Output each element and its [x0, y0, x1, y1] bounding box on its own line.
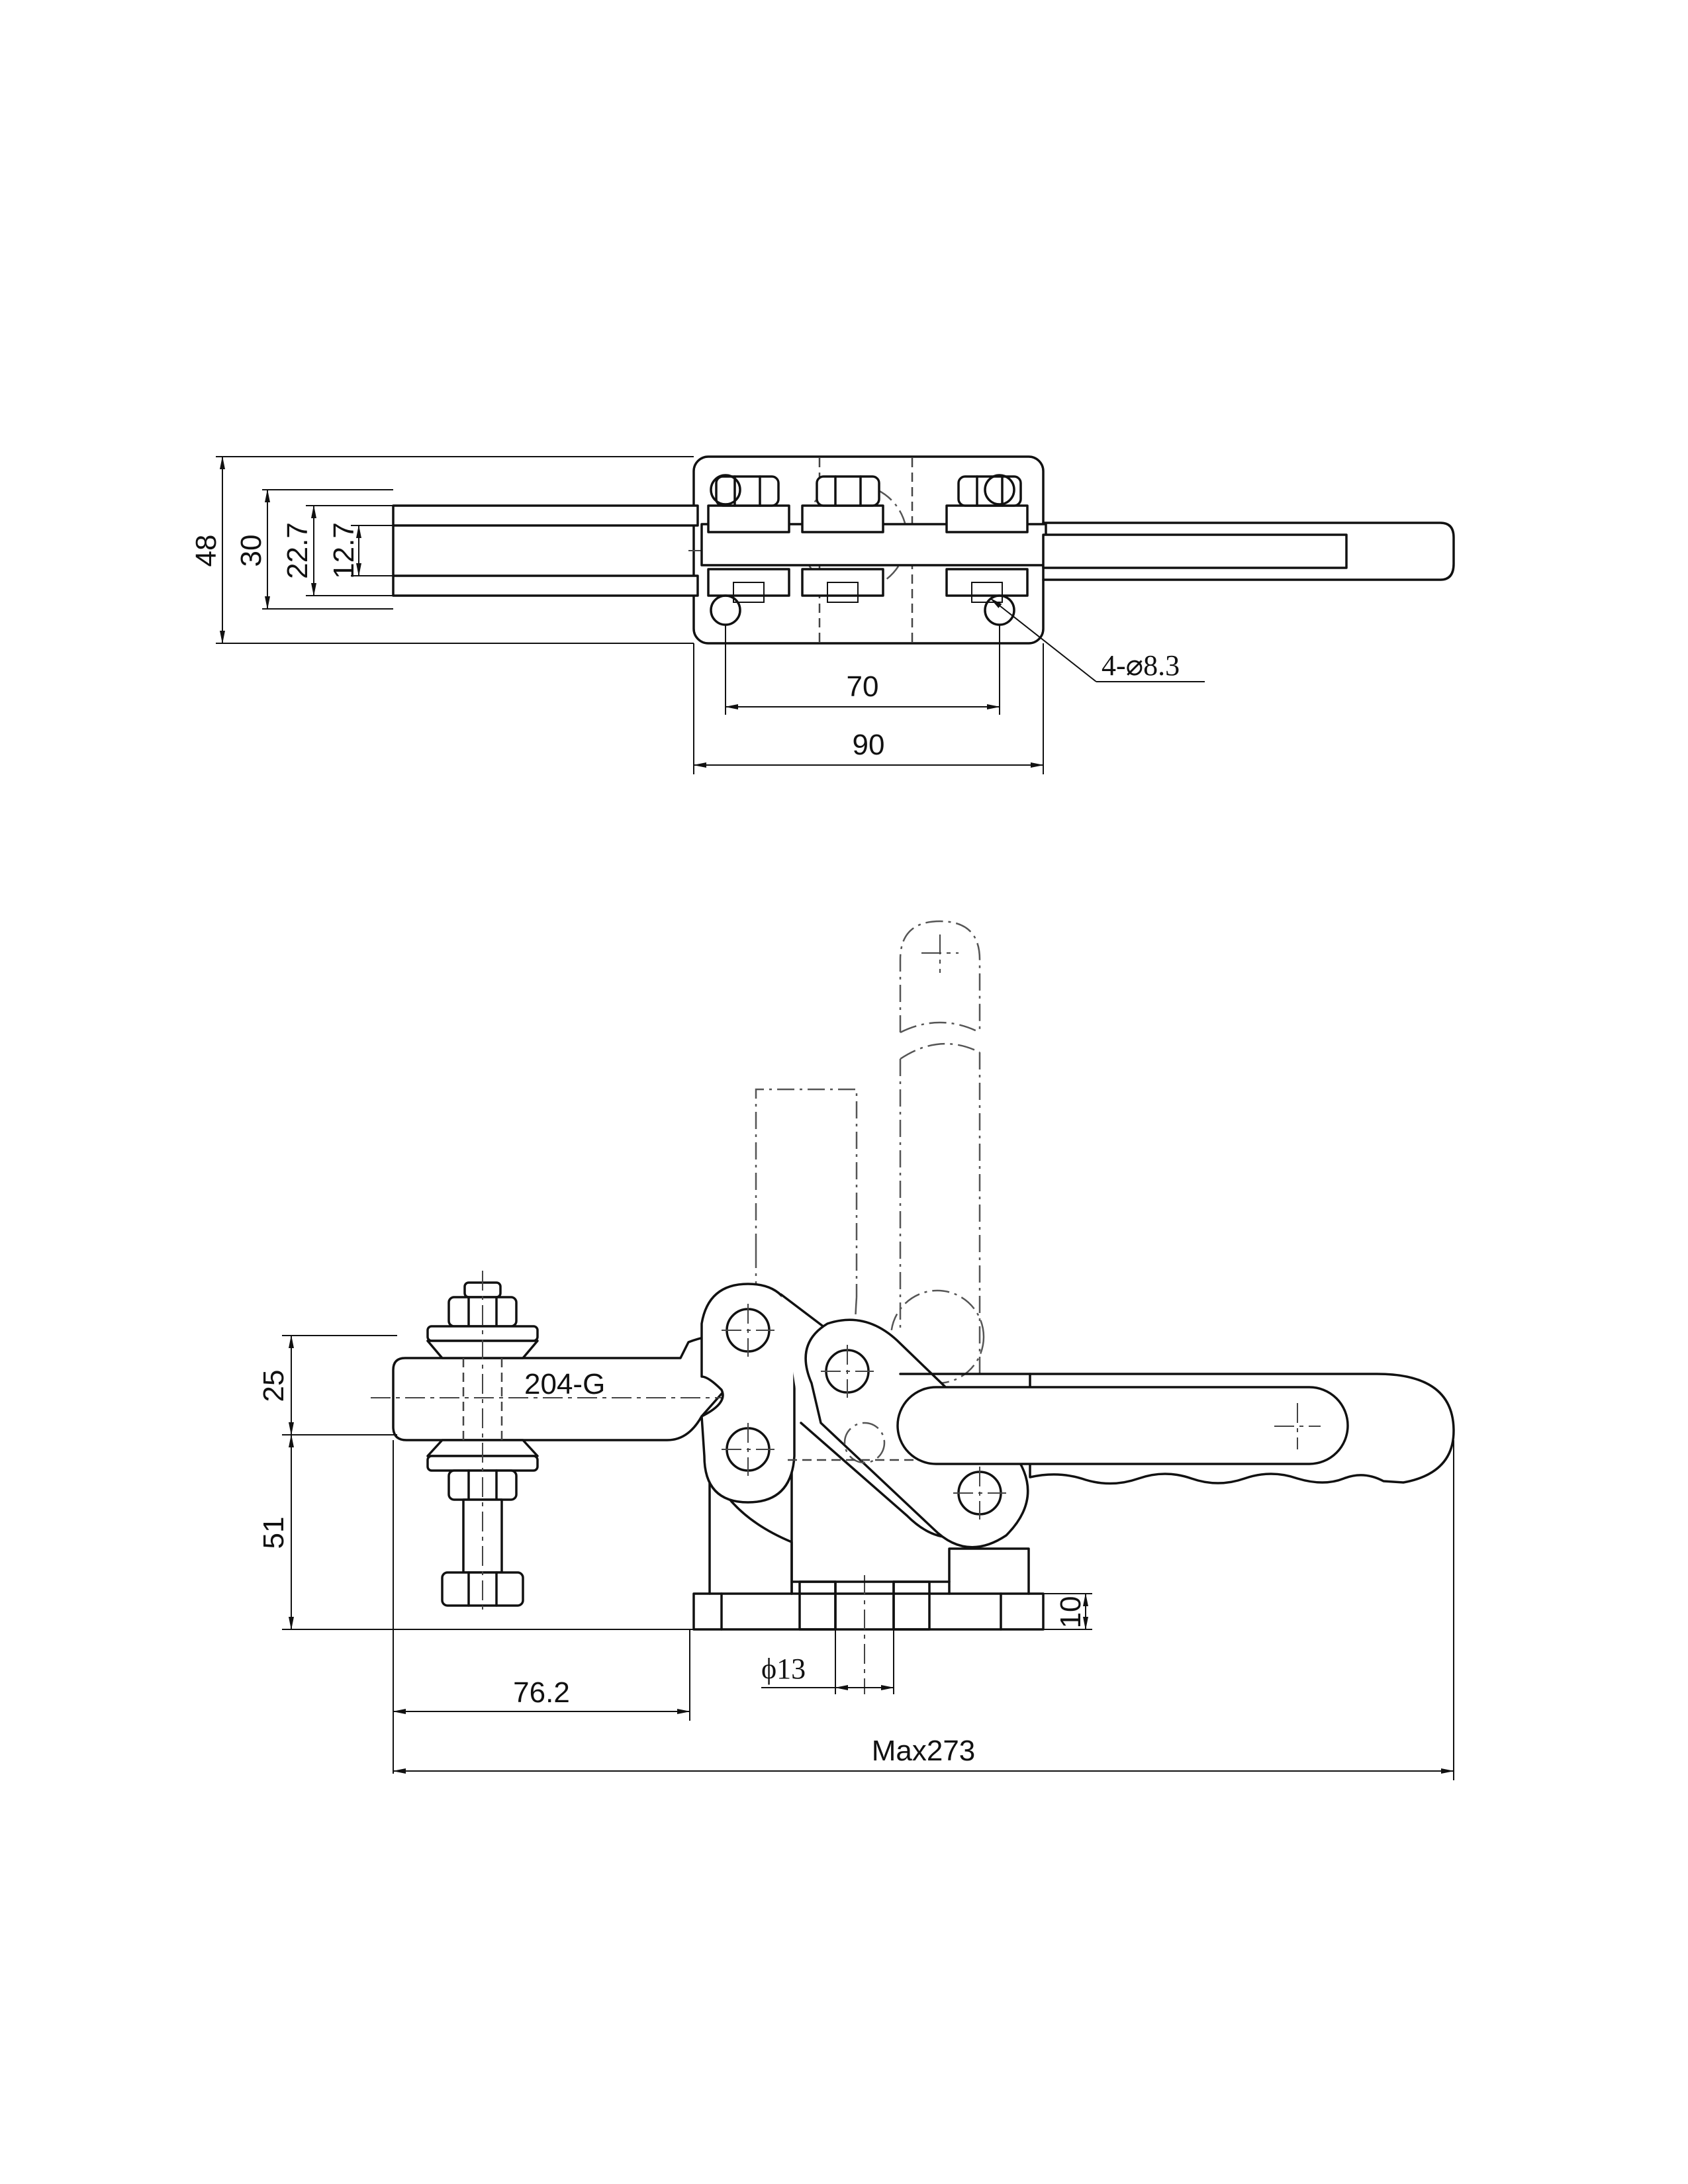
dim-13: ϕ13 [761, 1653, 806, 1685]
top-dimensions: 48 30 22.7 12.7 70 90 [190, 456, 1205, 774]
handle-top [1042, 522, 1455, 581]
model-label: 204-G [524, 1368, 605, 1400]
dim-10: 10 [1055, 1596, 1087, 1629]
dim-76-2: 76.2 [513, 1676, 570, 1709]
dim-holes: 4-⌀8.3 [1102, 649, 1180, 682]
top-view: 48 30 22.7 12.7 70 90 [190, 455, 1455, 774]
spindle-assembly [426, 1271, 539, 1615]
dim-22-7: 22.7 [281, 522, 314, 579]
dim-25: 25 [258, 1370, 290, 1402]
dim-48: 48 [190, 535, 222, 567]
handle-side [896, 1373, 1455, 1485]
dim-90: 90 [853, 729, 885, 761]
dim-max273: Max273 [872, 1735, 976, 1767]
dim-70: 70 [847, 670, 879, 703]
bolt-blocks-top [707, 475, 1029, 603]
dim-51: 51 [258, 1517, 290, 1549]
dim-30: 30 [235, 535, 267, 567]
side-dimensions: 25 51 10 ϕ13 76.2 Max273 [258, 1335, 1454, 1780]
dim-12-7: 12.7 [328, 522, 360, 579]
base-plate-side [692, 1575, 1045, 1694]
side-view: 204-G 25 51 10 ϕ13 [258, 920, 1455, 1780]
